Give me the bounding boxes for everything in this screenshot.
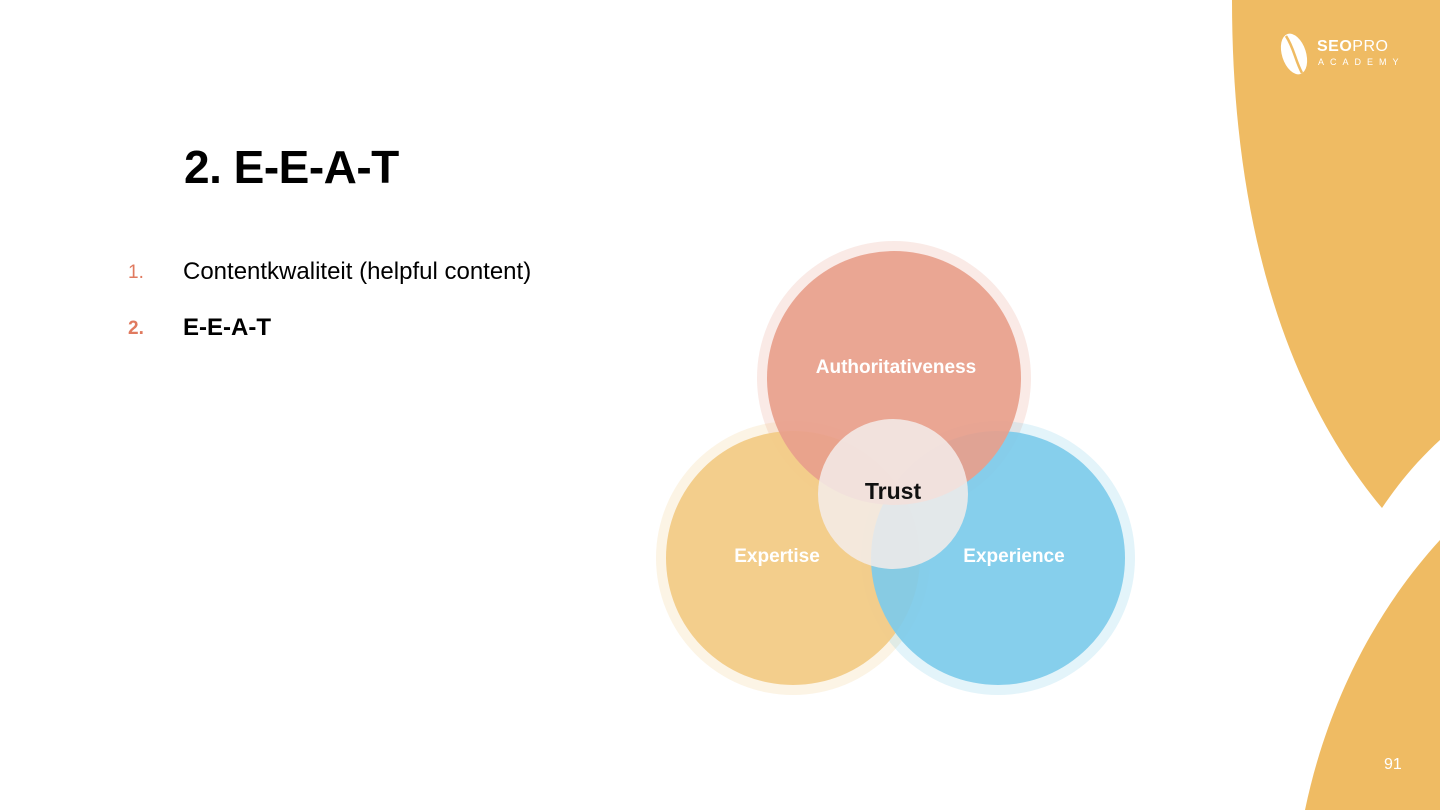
expertise-label: Expertise [734,546,820,567]
page-number: 91 [1384,756,1402,773]
logo-subtitle: ACADEMY [1318,57,1405,67]
list-item-number: 2. [128,318,144,339]
seopro-leaf-icon [1280,33,1308,75]
list-item-text: E-E-A-T [183,314,271,341]
authoritativeness-circle [767,251,1021,505]
logo: SEOPRO ACADEMY [1276,30,1406,80]
decor-shape-bottom [1305,540,1440,810]
decor-shape-top [1232,0,1440,508]
trust-circle [818,419,968,569]
slide-title: 2. E-E-A-T [184,141,399,193]
eeat-venn-diagram: Authoritativeness Expertise Experience T… [656,241,1135,695]
authoritativeness-label: Authoritativeness [816,357,976,378]
logo-brand: SEOPRO [1317,38,1389,55]
experience-label: Experience [963,546,1064,567]
list-item-text: Contentkwaliteit (helpful content) [183,258,532,285]
trust-label: Trust [865,478,922,504]
list-item-number: 1. [128,262,144,283]
